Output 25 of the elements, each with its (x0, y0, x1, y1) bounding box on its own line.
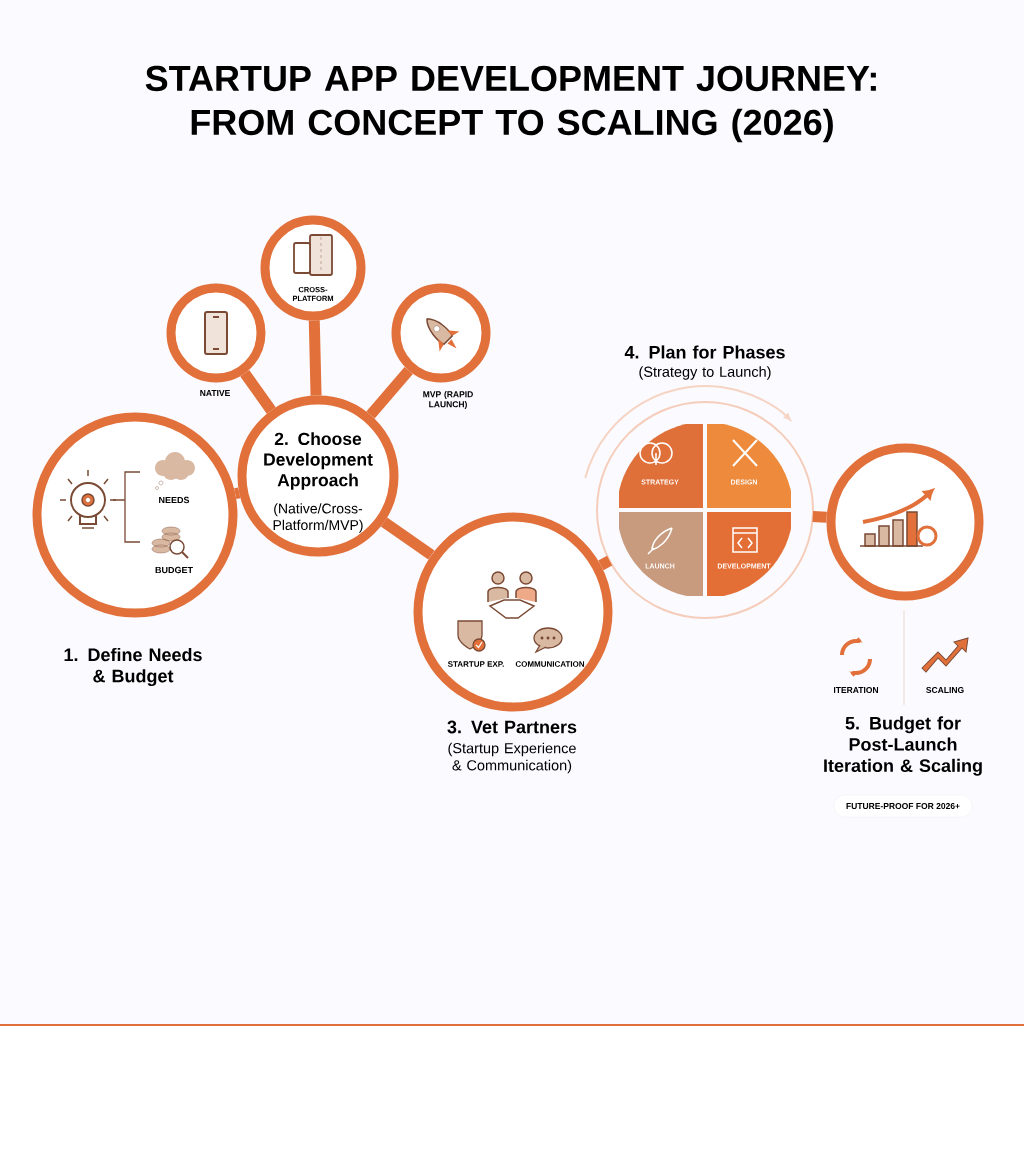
step-heading: 1. Define Needs & Budget (64, 647, 202, 687)
icon-label: MVP (RAPID LAUNCH) (423, 391, 473, 409)
icon-label: NEEDS (159, 496, 190, 504)
step-heading: 2. Choose Development Approach (264, 432, 373, 490)
icon-label: STARTUP EXP. (447, 661, 504, 667)
connector (812, 511, 827, 523)
connector (380, 517, 435, 560)
icon-label: SCALING (926, 687, 964, 693)
connector (598, 555, 613, 571)
icon-label: BUDGET (155, 566, 193, 574)
step-heading: 4. Plan for Phases (624, 345, 785, 359)
step-subtitle: (Strategy to Launch) (639, 366, 771, 380)
connector (308, 320, 322, 396)
connector (234, 487, 241, 499)
connector (366, 366, 413, 419)
step-subtitle: (Native/Cross-Platform/MVP) (273, 503, 363, 533)
icon-label: ITERATION (834, 687, 878, 693)
step-heading: 5. Budget for Post-Launch Iteration & Scaling (824, 716, 982, 776)
tag-pill: FUTURE-PROOF FOR 2026+ (833, 794, 973, 818)
icon-label: NATIVE (200, 390, 230, 396)
step-subtitle: (Startup Experience & Communication) (448, 742, 576, 774)
icon-label: COMMUNICATION (515, 661, 585, 667)
title: STARTUP APP DEVELOPMENT JOURNEY: FROM CONCEPT TO SCALING (2026) (145, 65, 876, 143)
step-heading: 3. Vet Partners (447, 720, 577, 734)
connector (240, 370, 276, 414)
